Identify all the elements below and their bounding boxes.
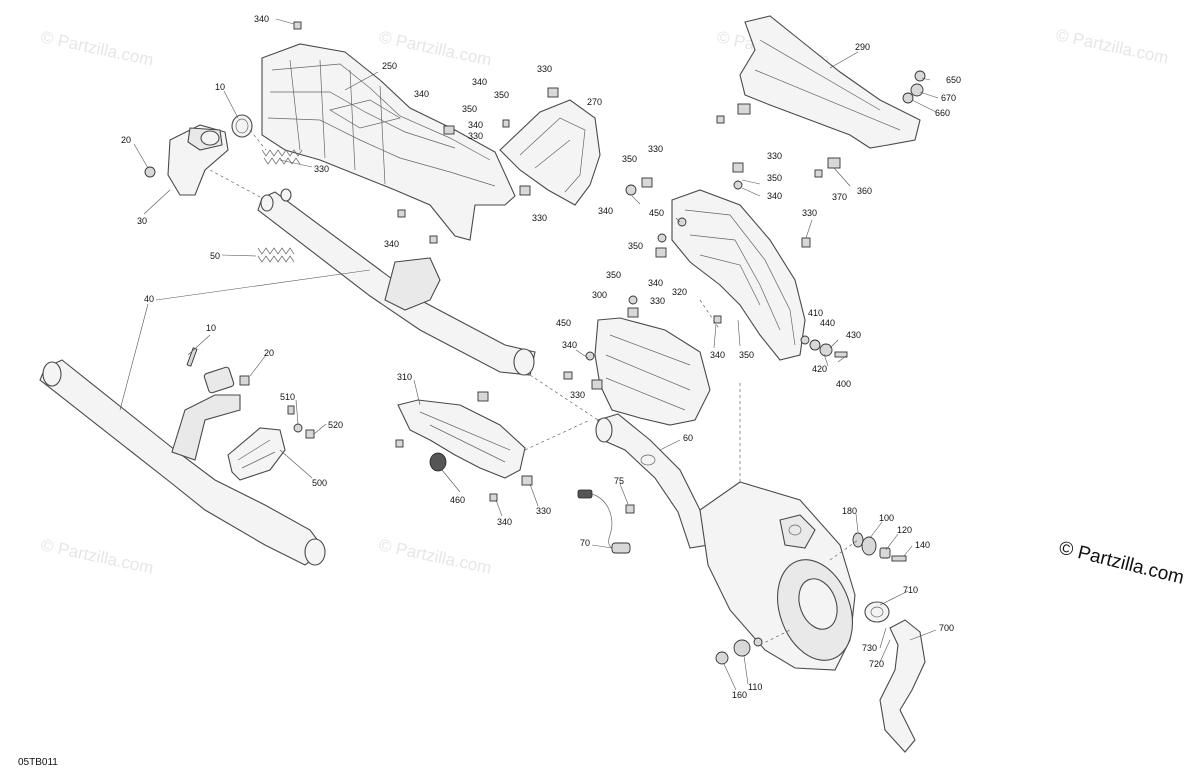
- callout-160: 160: [732, 690, 747, 700]
- callout-330: 330: [537, 64, 552, 74]
- callout-340: 340: [254, 14, 269, 24]
- callout-730: 730: [862, 643, 877, 653]
- callout-650: 650: [946, 75, 961, 85]
- callout-20: 20: [121, 135, 131, 145]
- callout-350: 350: [739, 350, 754, 360]
- callout-330: 330: [767, 151, 782, 161]
- callout-350: 350: [622, 154, 637, 164]
- callout-430: 430: [846, 330, 861, 340]
- copyright-label: © Partzilla.com: [1057, 537, 1186, 588]
- watermark: © Partzilla.com: [39, 27, 155, 69]
- heat-shield-320: [671, 189, 806, 361]
- callout-330: 330: [314, 164, 329, 174]
- callout-290: 290: [855, 42, 870, 52]
- muffler: [699, 481, 856, 671]
- callout-400: 400: [836, 379, 851, 389]
- callout-60: 60: [683, 433, 693, 443]
- callout-labels: 340 250 10 20 30 330 50 40 340 340 350 3…: [121, 14, 961, 700]
- heat-shield-250: [261, 43, 516, 241]
- callout-410: 410: [808, 308, 823, 318]
- callout-670: 670: [941, 93, 956, 103]
- heat-shield-290: [739, 15, 921, 149]
- callout-350: 350: [606, 270, 621, 280]
- callout-340: 340: [414, 89, 429, 99]
- callout-120: 120: [897, 525, 912, 535]
- callout-350: 350: [462, 104, 477, 114]
- callout-510: 510: [280, 392, 295, 402]
- callout-50: 50: [210, 251, 220, 261]
- callout-330: 330: [532, 213, 547, 223]
- callout-110: 110: [748, 682, 762, 692]
- drawing-code: 05TB011: [18, 757, 58, 768]
- callout-360: 360: [857, 186, 872, 196]
- callout-350: 350: [628, 241, 643, 251]
- callout-460: 460: [450, 495, 465, 505]
- callout-320: 320: [672, 287, 687, 297]
- callout-440: 440: [820, 318, 835, 328]
- callout-270: 270: [587, 97, 602, 107]
- callout-75: 75: [614, 476, 624, 486]
- muffler-hardware: [715, 532, 907, 665]
- callout-310: 310: [397, 372, 412, 382]
- exhaust-elbow-30: [144, 114, 253, 196]
- callout-420: 420: [812, 364, 827, 374]
- callout-340: 340: [648, 278, 663, 288]
- callout-350: 350: [494, 90, 509, 100]
- callout-500: 500: [312, 478, 327, 488]
- muffler-inlet-pipe-60: [595, 413, 709, 549]
- callout-340: 340: [497, 517, 512, 527]
- callout-10: 10: [206, 323, 216, 333]
- callout-370: 370: [832, 192, 847, 202]
- tail-pipe-700: [864, 601, 926, 753]
- callout-450: 450: [649, 208, 664, 218]
- callout-660: 660: [935, 108, 950, 118]
- exhaust-pipe-lower: [39, 359, 326, 566]
- callout-450: 450: [556, 318, 571, 328]
- callout-350: 350: [767, 173, 782, 183]
- callout-340: 340: [468, 120, 483, 130]
- callout-300: 300: [592, 290, 607, 300]
- callout-330: 330: [802, 208, 817, 218]
- callout-30: 30: [137, 216, 147, 226]
- bolts-400-440: [800, 335, 848, 358]
- springs-50: [257, 149, 303, 263]
- callout-250: 250: [382, 61, 397, 71]
- callout-330: 330: [536, 506, 551, 516]
- callout-340: 340: [767, 191, 782, 201]
- callout-330: 330: [570, 390, 585, 400]
- watermark: © Partzilla.com: [39, 535, 155, 577]
- callout-330: 330: [648, 144, 663, 154]
- callout-330: 330: [468, 131, 483, 141]
- callout-180: 180: [842, 506, 857, 516]
- oxygen-sensor-70: [577, 489, 635, 554]
- callout-330: 330: [650, 296, 665, 306]
- callout-340: 340: [710, 350, 725, 360]
- callout-720: 720: [869, 659, 884, 669]
- heat-shield-300: [594, 317, 711, 426]
- exhaust-pipe-upper: [257, 188, 536, 376]
- callout-340: 340: [384, 239, 399, 249]
- callout-100: 100: [879, 513, 894, 523]
- callout-340: 340: [472, 77, 487, 87]
- callout-520: 520: [328, 420, 343, 430]
- clips-and-nuts: [186, 21, 926, 502]
- callout-340: 340: [562, 340, 577, 350]
- callout-340: 340: [598, 206, 613, 216]
- callout-70: 70: [580, 538, 590, 548]
- bracket-500: [227, 427, 286, 481]
- callout-710: 710: [903, 585, 918, 595]
- heat-shield-270: [499, 99, 601, 206]
- callout-140: 140: [915, 540, 930, 550]
- callout-10: 10: [215, 82, 225, 92]
- watermark: © Partzilla.com: [1054, 25, 1170, 67]
- callout-40: 40: [144, 294, 154, 304]
- bracket-310: [397, 399, 526, 479]
- callout-700: 700: [939, 623, 954, 633]
- leader-lines: [119, 18, 939, 691]
- watermark: © Partzilla.com: [377, 535, 493, 577]
- assembly-lines: [209, 129, 859, 646]
- callout-20: 20: [264, 348, 274, 358]
